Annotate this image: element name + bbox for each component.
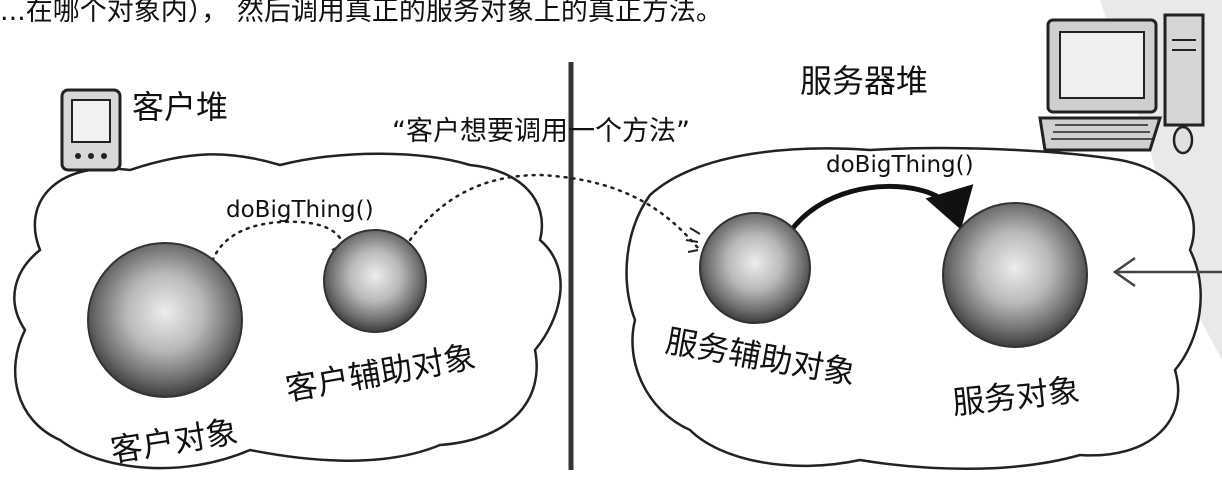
service-helper-ticks: [685, 227, 701, 253]
server-method-label: doBigThing(): [826, 152, 974, 178]
cross-network-dotted-path: [408, 173, 702, 252]
quote-text: “客户想要调用一个方法”: [392, 116, 690, 147]
service-object-sphere: [942, 202, 1088, 348]
server-heap-blob: [625, 146, 1202, 470]
incoming-arrow: [1112, 256, 1222, 288]
client-method-label: doBigThing(): [226, 197, 374, 223]
tablet-icon: [60, 88, 122, 172]
client-call-dotted-path: [208, 220, 347, 270]
client-object-sphere: [87, 242, 243, 398]
service-call-arrow: [787, 183, 974, 234]
computer-icon: [1038, 13, 1205, 155]
client-helper-sphere: [323, 229, 427, 333]
service-helper-sphere: [699, 212, 811, 324]
server-heap-title: 服务器堆: [800, 62, 928, 100]
client-heap-title: 客户堆: [132, 88, 228, 126]
header-text: ...在哪个对象内）， 然后调用真正的服务对象上的真正方法。: [0, 0, 723, 27]
